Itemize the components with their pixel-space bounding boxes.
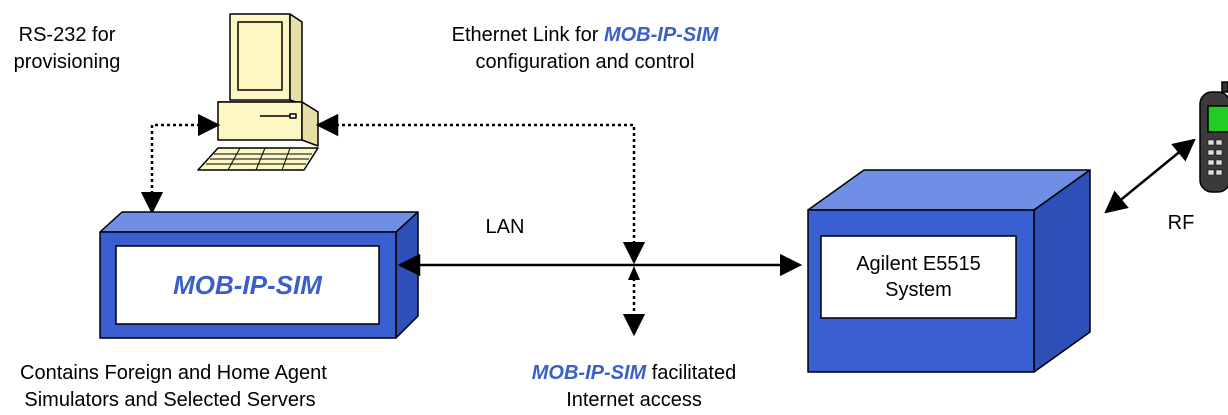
contains-caption-line2: Simulators and Selected Servers [24,389,316,411]
desktop-computer-icon [197,13,319,171]
mob-ip-sim-label: MOB-IP-SIM [173,269,322,300]
ethernet-caption-line2: configuration and control [475,51,695,73]
ethernet-caption: Ethernet Link for MOB-IP-SIM configurati… [385,22,785,76]
agilent-e5515-line2: System [885,279,952,301]
mobile-phone-icon [1199,81,1228,193]
contains-caption-line1: Contains Foreign and Home Agent [20,362,327,384]
rf-link [1104,138,1196,214]
rs232-caption-line1: RS-232 for [18,24,116,46]
agilent-e5515-line1: Agilent E5515 [856,253,981,275]
agilent-e5515-label: Agilent E5515 System [821,236,1016,318]
contains-caption: Contains Foreign and Home Agent Simulato… [20,360,327,414]
agilent-e5515-box [807,169,1091,373]
ethernet-caption-line1: Ethernet Link for MOB-IP-SIM [385,22,785,49]
rf-label: RF [1167,212,1195,234]
ethernet-caption-prefix: Ethernet Link for [451,24,604,46]
internet-caption-line1: MOB-IP-SIM facilitated [484,360,784,387]
rs232-caption: RS-232 for provisioning [2,22,132,76]
rs232-caption-line2: provisioning [13,51,121,73]
internet-upward-tip [628,266,640,280]
lan-label: LAN [485,216,525,238]
ethernet-caption-emphasis: MOB-IP-SIM [603,24,719,46]
internet-caption-suffix: facilitated [646,362,737,384]
internet-caption-emphasis: MOB-IP-SIM [531,362,647,384]
internet-caption: MOB-IP-SIM facilitated Internet access [484,360,784,414]
internet-caption-line2: Internet access [566,389,702,411]
rs232-link [140,113,221,215]
mob-ip-sim-box [99,211,419,339]
